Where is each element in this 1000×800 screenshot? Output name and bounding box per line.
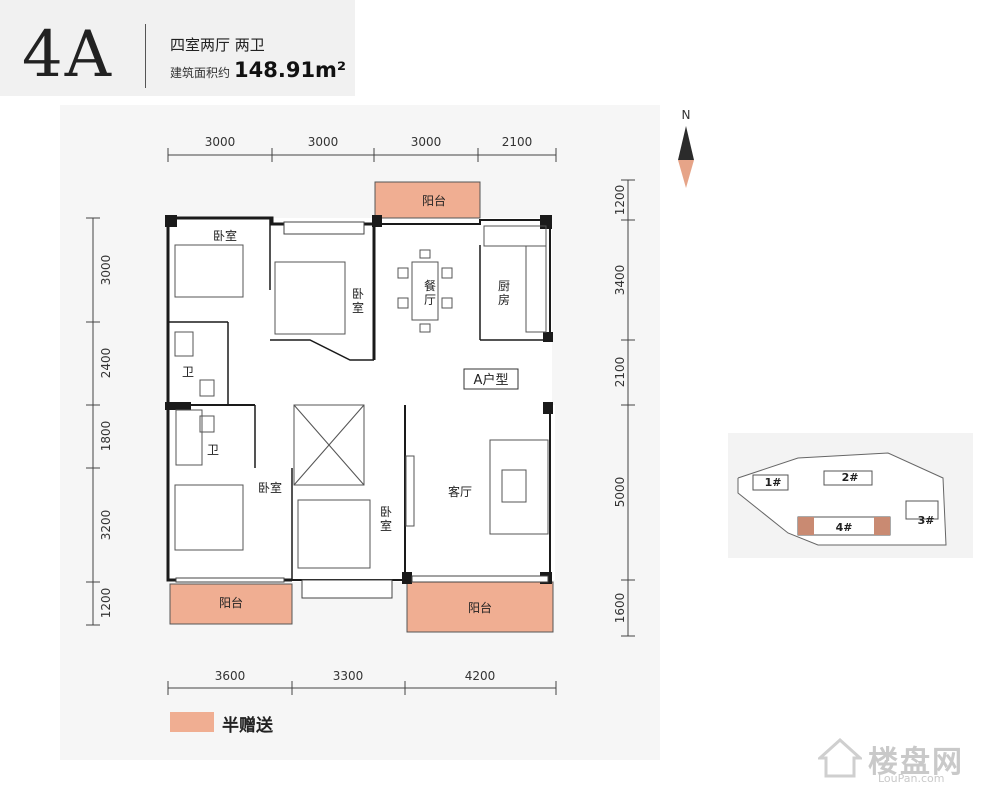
building-4-label: 4#: [836, 521, 853, 534]
room-labels: 卧室 卧 室 餐 厅 厨 房 卫 卫 卧室 卧 室 客厅 阳台 阳台 阳台: [182, 193, 510, 615]
room-label-bedroom-n-1: 卧: [352, 287, 364, 301]
legend-label: 半赠送: [222, 716, 273, 736]
room-label-dining-2: 厅: [424, 293, 436, 307]
watermark-sub: LouPan.com: [878, 772, 945, 785]
dim-right-1: 1200: [613, 185, 627, 216]
building-4-unit-right: [874, 517, 890, 535]
balcony-bottom-right: [406, 581, 554, 633]
balcony-bottom-left: [169, 583, 293, 625]
floor-area-lower-right: [405, 405, 555, 580]
room-label-bedroom-s-1: 卧: [380, 505, 392, 519]
area-label: 建筑面积约: [170, 66, 231, 80]
dim-top-4: 2100: [502, 135, 533, 149]
room-label-bedroom-sw: 卧室: [258, 480, 282, 495]
dim-left-3: 1800: [99, 421, 113, 452]
watermark-house-icon: [818, 738, 862, 778]
dim-top-3: 3000: [411, 135, 442, 149]
unit-code: 4A: [22, 18, 113, 92]
room-label-bedroom-n-2: 室: [352, 300, 364, 315]
site-map: 1# 2# 3# 4#: [737, 452, 947, 546]
dim-left-5: 1200: [99, 588, 113, 619]
room-label-bath-upper: 卫: [182, 365, 194, 379]
dim-right-5: 1600: [613, 593, 627, 624]
windows: [175, 221, 549, 599]
dim-bottom-1: 3600: [215, 669, 246, 683]
wall-columns: [165, 215, 553, 584]
dim-bottom-2: 3300: [333, 669, 364, 683]
dim-right-4: 5000: [613, 477, 627, 508]
header-divider: [145, 24, 146, 88]
legend-swatch: [170, 712, 214, 732]
room-label-bedroom-nw: 卧室: [213, 228, 237, 243]
building-3-label: 3#: [918, 514, 935, 527]
room-label-dining-1: 餐: [424, 278, 436, 293]
room-label-balcony-bottom-right: 阳台: [468, 600, 492, 615]
building-2-label: 2#: [842, 471, 859, 484]
void-area: [293, 404, 365, 486]
compass-south-arrow: [678, 160, 694, 188]
kitchen-counter: [483, 225, 547, 333]
building-2: [823, 470, 873, 486]
room-label-living: 客厅: [448, 484, 472, 499]
dim-top-2: 3000: [308, 135, 339, 149]
beds: [174, 244, 371, 569]
dining-table: [397, 249, 453, 333]
dim-right-2: 3400: [613, 265, 627, 296]
dim-left-2: 2400: [99, 348, 113, 379]
building-1: [752, 474, 789, 491]
dimension-lines: [86, 148, 635, 695]
building-3: [905, 500, 939, 520]
room-label-kitchen-1: 厨: [498, 279, 510, 293]
compass: N: [678, 108, 694, 188]
area-value: 148.91m²: [234, 58, 347, 82]
room-label-balcony-bottom-left: 阳台: [219, 595, 243, 610]
compass-north-label: N: [682, 108, 691, 122]
dim-right-3: 2100: [613, 357, 627, 388]
room-label-bedroom-s-2: 室: [380, 518, 392, 533]
room-label-bath-lower: 卫: [207, 443, 219, 457]
rooms-summary: 四室两厅 两卫: [170, 36, 265, 54]
dim-top-1: 3000: [205, 135, 236, 149]
room-label-balcony-top: 阳台: [422, 193, 446, 208]
dimension-labels: 3000 3000 3000 2100 3600 3300 4200 3000 …: [99, 135, 627, 683]
building-4-unit-left: [798, 517, 814, 535]
watermark-text: 楼盘网: [868, 745, 964, 780]
room-label-kitchen-2: 房: [498, 292, 510, 307]
dim-left-1: 3000: [99, 255, 113, 286]
building-1-label: 1#: [765, 476, 782, 489]
compass-north-arrow: [678, 126, 694, 160]
bathroom-fixtures: [174, 331, 215, 466]
site-boundary: [737, 452, 947, 546]
unit-type-label: A户型: [474, 372, 509, 388]
unit-type-box: [463, 368, 519, 390]
sofa-set: [405, 439, 549, 535]
balcony-top: [374, 181, 481, 219]
header-panel: [0, 0, 355, 96]
dim-left-4: 3200: [99, 510, 113, 541]
dim-bottom-3: 4200: [465, 669, 496, 683]
